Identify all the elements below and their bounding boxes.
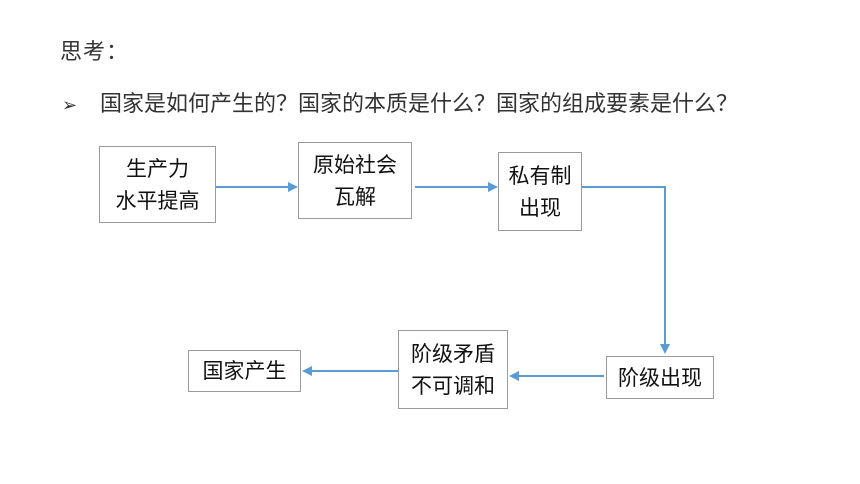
heading-thinking: 思考： — [60, 40, 130, 65]
node-classes-line1: 阶级出现 — [618, 365, 702, 390]
node-primitive-society-line2: 瓦解 — [334, 184, 376, 209]
node-primitive-society: 原始社会 瓦解 — [298, 142, 412, 219]
node-contradiction-line2: 不可调和 — [411, 373, 495, 398]
node-state: 国家产生 — [188, 350, 301, 392]
node-primitive-society-line1: 原始社会 — [313, 152, 397, 177]
node-private-ownership-line1: 私有制 — [508, 163, 572, 188]
node-productivity: 生产力 水平提高 — [99, 146, 216, 223]
question-line: ➢ 国家是如何产生的？国家的本质是什么？国家的组成要素是什么？ — [62, 86, 738, 118]
node-private-ownership-line2: 出现 — [519, 195, 561, 220]
arrow-ownership-to-classes — [582, 186, 670, 354]
question-text: 国家是如何产生的？国家的本质是什么？国家的组成要素是什么？ — [100, 92, 739, 117]
node-classes: 阶级出现 — [606, 356, 714, 399]
node-productivity-line2: 水平提高 — [115, 188, 200, 213]
node-contradiction: 阶级矛盾 不可调和 — [398, 330, 508, 409]
node-productivity-line1: 生产力 — [126, 156, 189, 181]
node-state-line1: 国家产生 — [202, 359, 287, 383]
bullet-arrow-icon: ➢ — [62, 95, 78, 116]
node-private-ownership: 私有制 出现 — [498, 152, 582, 231]
node-contradiction-line1: 阶级矛盾 — [411, 341, 495, 366]
